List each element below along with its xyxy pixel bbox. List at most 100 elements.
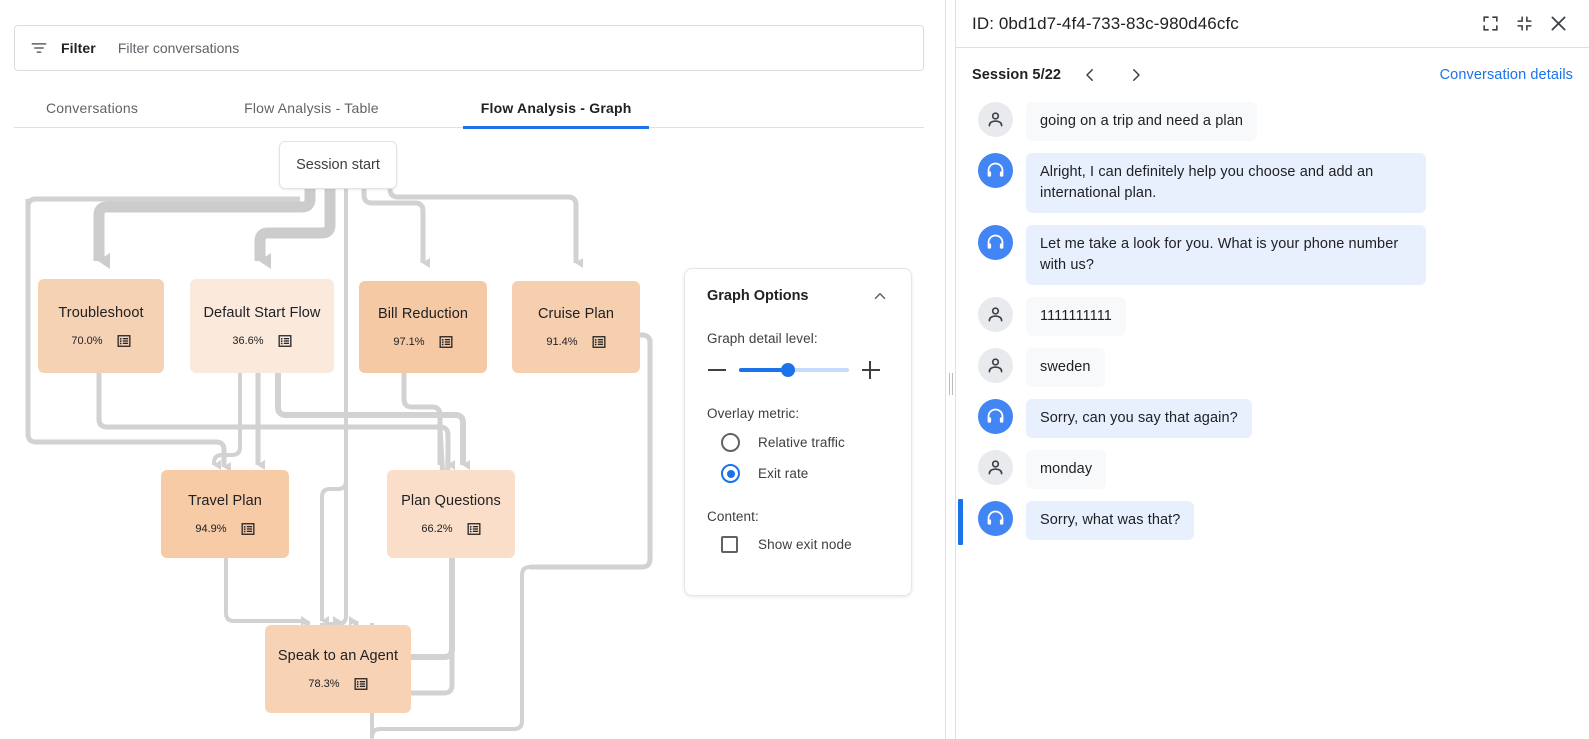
conversation-header: ID: 0bd1d7-4f4-733-83c-980d46cfc [956, 0, 1589, 48]
agent-avatar-icon [978, 225, 1013, 260]
node-exit-rate: 91.4% [546, 335, 578, 348]
user-avatar-icon [978, 102, 1013, 137]
node-exit-rate: 78.3% [308, 677, 340, 690]
session-navigation: Session 5/22 Conversation details [956, 48, 1589, 102]
node-cruise-plan[interactable]: Cruise Plan 91.4% [512, 281, 640, 373]
radio-label: Relative traffic [758, 435, 845, 450]
user-avatar-icon [978, 348, 1013, 383]
tab-flow-analysis-graph[interactable]: Flow Analysis - Graph [462, 88, 650, 129]
radio-exit-rate[interactable]: Exit rate [721, 464, 889, 483]
agent-avatar-icon [978, 399, 1013, 434]
node-meta: 91.4% [546, 335, 606, 349]
pane-splitter[interactable] [945, 0, 956, 739]
node-exit-rate: 66.2% [421, 522, 453, 535]
node-travel-plan[interactable]: Travel Plan 94.9% [161, 470, 289, 558]
radio-icon-selected [721, 464, 740, 483]
message-item: 1111111111 [972, 297, 1573, 336]
checkbox-show-exit-node[interactable]: Show exit node [721, 536, 889, 553]
node-meta: 94.9% [195, 522, 255, 536]
radio-icon [721, 433, 740, 452]
checkbox-label: Show exit node [758, 537, 852, 552]
node-label: Travel Plan [188, 492, 262, 509]
node-meta: 97.1% [393, 335, 453, 349]
conversation-id: ID: 0bd1d7-4f4-733-83c-980d46cfc [972, 13, 1239, 33]
node-plan-questions[interactable]: Plan Questions 66.2% [387, 470, 515, 558]
node-exit-rate: 36.6% [232, 334, 264, 347]
node-label: Troubleshoot [58, 304, 144, 321]
message-list: going on a trip and need a plan Alright,… [956, 102, 1589, 545]
message-item: monday [972, 450, 1573, 489]
message-item: sweden [972, 348, 1573, 387]
filter-bar[interactable]: Filter [14, 25, 924, 71]
message-item: Alright, I can definitely help you choos… [972, 153, 1573, 213]
checkbox-icon [721, 536, 738, 553]
node-exit-rate: 97.1% [393, 335, 425, 348]
node-troubleshoot[interactable]: Troubleshoot 70.0% [38, 279, 164, 373]
splitter-grip-icon[interactable] [949, 373, 954, 395]
message-text: Sorry, what was that? [1026, 501, 1195, 540]
tab-bar: Conversations Flow Analysis - Table Flow… [14, 88, 924, 129]
flow-graph-canvas[interactable]: Session start Troubleshoot 70.0% [0, 129, 945, 739]
plus-icon[interactable] [861, 360, 881, 380]
content-label: Content: [707, 509, 759, 524]
node-details-icon[interactable] [467, 522, 481, 536]
node-exit-rate: 70.0% [71, 334, 103, 347]
conversation-pane: ID: 0bd1d7-4f4-733-83c-980d46cfc Session… [956, 0, 1589, 739]
expand-icon[interactable] [1473, 7, 1507, 41]
graph-options-panel: Graph Options Graph detail level: Overla… [684, 268, 912, 596]
node-details-icon[interactable] [592, 335, 606, 349]
close-icon[interactable] [1541, 7, 1575, 41]
node-details-icon[interactable] [241, 522, 255, 536]
message-text: Sorry, can you say that again? [1026, 399, 1252, 438]
node-default-start-flow[interactable]: Default Start Flow 36.6% [190, 279, 334, 373]
slider-thumb[interactable] [781, 363, 795, 377]
tab-conversations[interactable]: Conversations [46, 100, 139, 116]
graph-detail-slider[interactable] [739, 363, 849, 377]
session-counter: Session 5/22 [972, 67, 1062, 83]
node-meta: 66.2% [421, 522, 481, 536]
message-item: Let me take a look for you. What is your… [972, 225, 1573, 285]
node-exit-rate: 94.9% [195, 522, 227, 535]
node-meta: 78.3% [308, 677, 368, 691]
minus-icon[interactable] [707, 360, 727, 380]
message-item: going on a trip and need a plan [972, 102, 1573, 141]
node-details-icon[interactable] [278, 334, 292, 348]
node-meta: 36.6% [232, 334, 292, 348]
flow-analysis-pane: Filter Conversations Flow Analysis - Tab… [0, 25, 945, 739]
user-avatar-icon [978, 297, 1013, 332]
message-text: going on a trip and need a plan [1026, 102, 1258, 141]
node-speak-to-an-agent[interactable]: Speak to an Agent 78.3% [265, 625, 411, 713]
agent-avatar-icon [978, 153, 1013, 188]
graph-detail-slider-row [707, 360, 889, 380]
node-details-icon[interactable] [354, 677, 368, 691]
tab-flow-analysis-table[interactable]: Flow Analysis - Table [244, 100, 379, 116]
message-text: sweden [1026, 348, 1105, 387]
node-bill-reduction[interactable]: Bill Reduction 97.1% [359, 281, 487, 373]
node-session-start[interactable]: Session start [279, 141, 397, 189]
radio-relative-traffic[interactable]: Relative traffic [721, 433, 889, 452]
filter-icon [31, 43, 47, 53]
filter-input[interactable] [117, 40, 818, 56]
chevron-up-icon[interactable] [871, 287, 889, 305]
user-avatar-icon [978, 450, 1013, 485]
message-text: Let me take a look for you. What is your… [1026, 225, 1426, 285]
conversation-details-link[interactable]: Conversation details [1439, 67, 1573, 83]
node-meta: 70.0% [71, 334, 131, 348]
agent-avatar-icon [978, 501, 1013, 536]
message-text: monday [1026, 450, 1107, 489]
node-label: Bill Reduction [377, 305, 469, 322]
chevron-right-icon[interactable] [1119, 58, 1153, 92]
node-label: Plan Questions [401, 492, 501, 509]
message-item: Sorry, can you say that again? [972, 399, 1573, 438]
message-text: 1111111111 [1026, 297, 1126, 336]
chevron-left-icon[interactable] [1073, 58, 1107, 92]
overlay-metric-label: Overlay metric: [707, 406, 800, 421]
node-details-icon[interactable] [117, 334, 131, 348]
node-details-icon[interactable] [439, 335, 453, 349]
graph-options-header[interactable]: Graph Options [707, 287, 889, 305]
message-item-highlighted: Sorry, what was that? [958, 499, 1573, 545]
filter-label: Filter [61, 40, 96, 56]
collapse-icon[interactable] [1507, 7, 1541, 41]
graph-detail-level-label: Graph detail level: [707, 331, 818, 346]
